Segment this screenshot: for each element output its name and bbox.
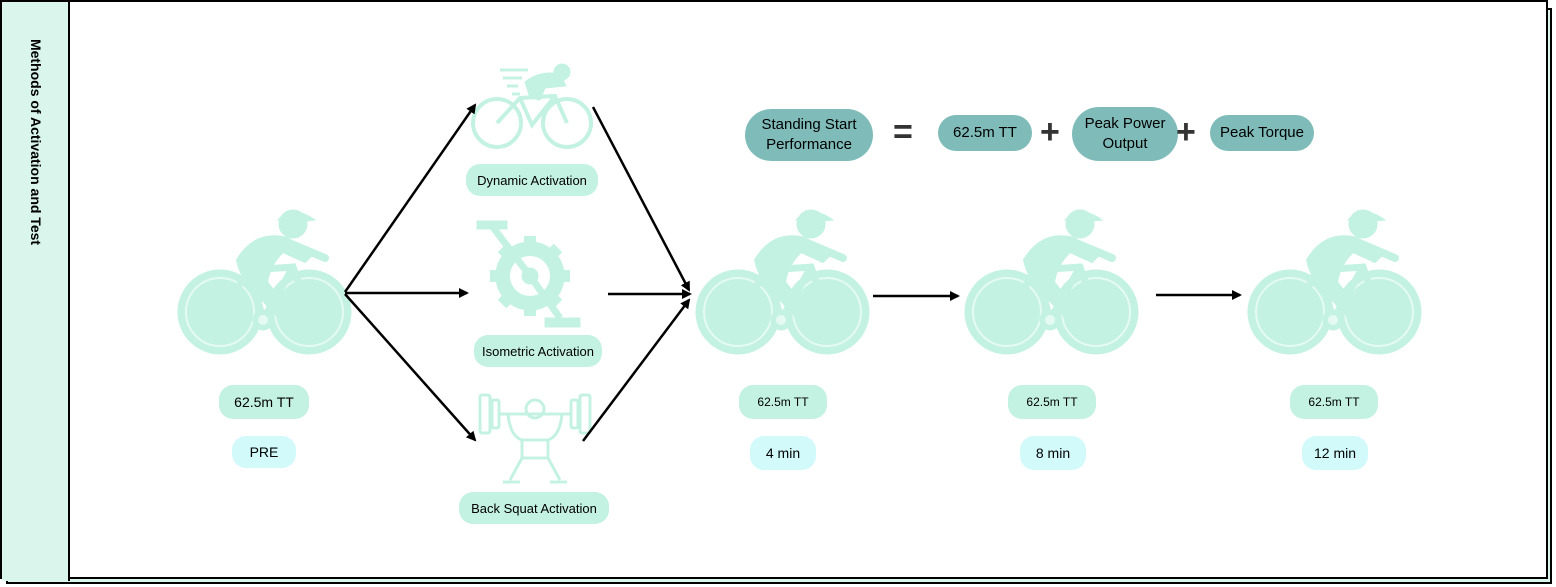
plus-sign-1: + <box>1040 113 1060 151</box>
equation-term-tt: 62.5m TT <box>938 115 1032 151</box>
activation-label-isometric: Isometric Activation <box>474 335 602 367</box>
stage-time-4min: 4 min <box>750 436 816 470</box>
plus-sign-2: + <box>1176 113 1196 151</box>
flow-arrows <box>343 103 1242 442</box>
back-squat-icon <box>478 393 592 484</box>
sprint-cyclist-icon <box>471 63 593 149</box>
equation-term-peak-power: Peak Power Output <box>1072 107 1178 161</box>
equation-term-peak-torque: Peak Torque <box>1210 115 1314 151</box>
equals-sign: = <box>893 113 913 151</box>
side-panel: Methods of Activation and Test <box>2 2 70 581</box>
activation-label-back-squat: Back Squat Activation <box>459 492 609 524</box>
stage-time-12min: 12 min <box>1302 436 1368 470</box>
activation-label-dynamic: Dynamic Activation <box>466 164 598 196</box>
cyclist-4min-icon <box>696 210 869 354</box>
arrow-pre-dynamic <box>343 103 477 293</box>
cyclist-pre-icon <box>178 210 351 354</box>
cyclist-12min-icon <box>1248 210 1421 354</box>
stage-time-8min: 8 min <box>1020 436 1086 470</box>
standing-start-performance-label: Standing Start Performance <box>745 109 873 161</box>
stage-test-12min: 62.5m TT <box>1290 385 1378 419</box>
gear-pedal-icon <box>476 220 581 328</box>
arrow-pre-squat <box>344 293 477 442</box>
stage-time-pre: PRE <box>232 436 296 468</box>
stage-test-8min: 62.5m TT <box>1008 385 1096 419</box>
stage-test-4min: 62.5m TT <box>739 385 827 419</box>
arrow-squat-4min <box>582 298 691 442</box>
cyclist-8min-icon <box>965 210 1138 354</box>
arrow-dynamic-4min <box>591 106 691 292</box>
stage-test-pre: 62.5m TT <box>219 385 309 419</box>
